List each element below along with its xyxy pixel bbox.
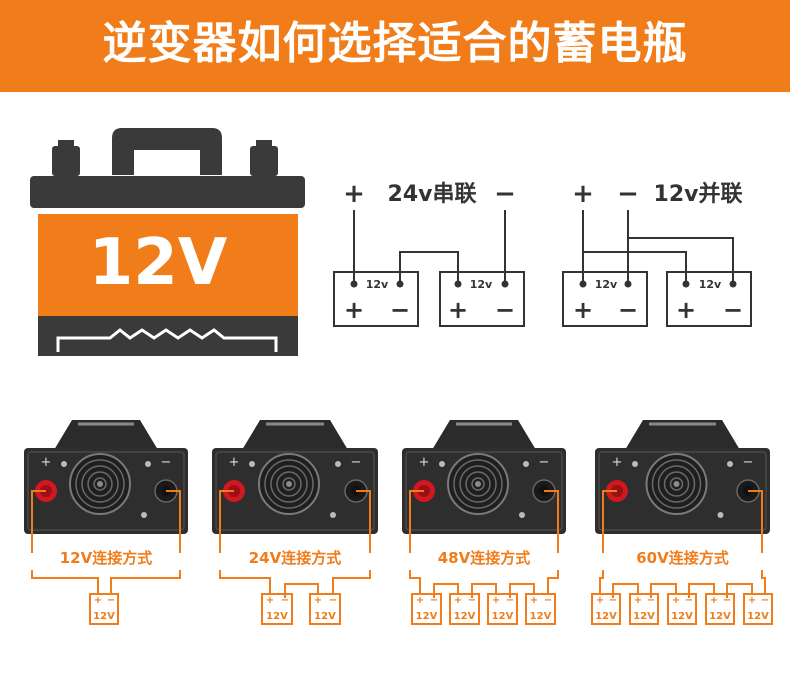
- small-battery-minus: −: [107, 595, 115, 606]
- parallel-battery-1: [562, 271, 648, 327]
- small-battery-plus: +: [748, 595, 756, 606]
- panel-minus-mark: −: [351, 455, 362, 470]
- small-battery-voltage: 12V: [633, 611, 655, 622]
- small-battery-minus: −: [761, 595, 769, 606]
- small-battery-voltage: 12V: [314, 611, 336, 622]
- small-battery: +− 12V: [449, 593, 480, 625]
- small-battery-minus: −: [430, 595, 438, 606]
- series-diagram: + 24v串联 − 12v 12v + − + −: [333, 179, 525, 327]
- series-battery-1: [333, 271, 419, 327]
- small-battery-minus: −: [468, 595, 476, 606]
- small-battery-plus: +: [314, 595, 322, 606]
- header-banner: 逆变器如何选择适合的蓄电瓶: [0, 0, 790, 92]
- parallel-cell-1-minus: −: [618, 296, 638, 324]
- series-cell-2-minus: −: [495, 296, 515, 324]
- parallel-label: 12v并联: [654, 181, 743, 207]
- small-battery-voltage: 12V: [454, 611, 476, 622]
- small-battery-minus: −: [329, 595, 337, 606]
- small-battery: +− 12V: [591, 593, 621, 625]
- battery-icon: [30, 128, 305, 356]
- parallel-minus-sign: −: [617, 179, 639, 209]
- panel-minus-mark: −: [161, 455, 172, 470]
- small-battery: +− 12V: [487, 593, 518, 625]
- small-battery: +− 12V: [705, 593, 735, 625]
- small-battery: +− 12V: [411, 593, 442, 625]
- small-battery-plus: +: [710, 595, 718, 606]
- inverter-row: +−12V连接方式+−12V+−24V连接方式+−12V+−12V+−48V连接…: [24, 420, 773, 625]
- small-battery: +− 12V: [261, 593, 293, 625]
- panel-minus-mark: −: [539, 455, 550, 470]
- panel-plus-mark: +: [419, 455, 430, 470]
- parallel-diagram: + − 12v并联 12v 12v + − + −: [562, 179, 752, 327]
- connection-caption: 24V连接方式: [249, 549, 341, 567]
- connection-caption: 48V连接方式: [438, 549, 530, 567]
- small-battery-plus: +: [266, 595, 274, 606]
- inverter-2: +−24V连接方式+−12V+−12V: [212, 420, 378, 625]
- connection-caption: 12V连接方式: [60, 549, 152, 567]
- small-battery: +− 12V: [309, 593, 341, 625]
- parallel-plus-sign: +: [572, 179, 594, 209]
- small-battery-minus: −: [281, 595, 289, 606]
- parallel-battery-2: [666, 271, 752, 327]
- small-battery-voltage: 12V: [266, 611, 288, 622]
- series-cell-2-plus: +: [448, 296, 468, 324]
- series-label: 24v串联: [388, 182, 477, 207]
- small-battery-voltage: 12V: [595, 611, 617, 622]
- small-battery: +− 12V: [89, 593, 119, 625]
- small-battery-plus: +: [454, 595, 462, 606]
- small-battery-voltage: 12V: [671, 611, 693, 622]
- small-battery-voltage: 12V: [416, 611, 438, 622]
- small-battery: +− 12V: [525, 593, 556, 625]
- parallel-cell-2-plus: +: [676, 296, 696, 324]
- small-battery: +− 12V: [629, 593, 659, 625]
- inverter-3: +−48V连接方式+−12V+−12V+−12V+−12V: [402, 420, 566, 625]
- battery-voltage-label: 12V: [89, 226, 228, 300]
- small-battery-plus: +: [596, 595, 604, 606]
- small-battery-plus: +: [530, 595, 538, 606]
- parallel-cell-2-minus: −: [723, 296, 743, 324]
- small-battery-voltage: 12V: [709, 611, 731, 622]
- small-battery: +− 12V: [743, 593, 773, 625]
- page-title: 逆变器如何选择适合的蓄电瓶: [102, 18, 688, 69]
- small-battery-plus: +: [634, 595, 642, 606]
- connection-caption: 60V连接方式: [636, 549, 728, 567]
- inverter-1: +−12V连接方式+−12V: [24, 420, 188, 625]
- small-battery-minus: −: [609, 595, 617, 606]
- panel-minus-mark: −: [743, 455, 754, 470]
- small-battery-minus: −: [647, 595, 655, 606]
- small-battery-plus: +: [492, 595, 500, 606]
- series-cell-2-voltage: 12v: [470, 278, 493, 291]
- small-battery-minus: −: [723, 595, 731, 606]
- parallel-cell-2-voltage: 12v: [699, 278, 722, 291]
- small-battery-plus: +: [672, 595, 680, 606]
- small-battery-plus: +: [416, 595, 424, 606]
- small-battery-plus: +: [94, 595, 102, 606]
- small-battery-voltage: 12V: [530, 611, 552, 622]
- series-battery-2: [439, 271, 525, 327]
- small-battery-minus: −: [685, 595, 693, 606]
- small-battery-voltage: 12V: [93, 611, 115, 622]
- small-battery-voltage: 12V: [747, 611, 769, 622]
- series-minus-sign: −: [494, 179, 516, 209]
- parallel-cell-1-plus: +: [573, 296, 593, 324]
- parallel-cell-1-voltage: 12v: [595, 278, 618, 291]
- panel-plus-mark: +: [229, 455, 240, 470]
- series-cell-1-minus: −: [390, 296, 410, 324]
- series-cell-1-voltage: 12v: [366, 278, 389, 291]
- small-battery-voltage: 12V: [492, 611, 514, 622]
- small-battery-minus: −: [506, 595, 514, 606]
- inverter-4: +−60V连接方式+−12V+−12V+−12V+−12V+−12V: [591, 420, 773, 625]
- series-plus-sign: +: [343, 179, 365, 209]
- panel-plus-mark: +: [612, 455, 623, 470]
- small-battery: +− 12V: [667, 593, 697, 625]
- panel-plus-mark: +: [41, 455, 52, 470]
- small-battery-minus: −: [544, 595, 552, 606]
- series-cell-1-plus: +: [344, 296, 364, 324]
